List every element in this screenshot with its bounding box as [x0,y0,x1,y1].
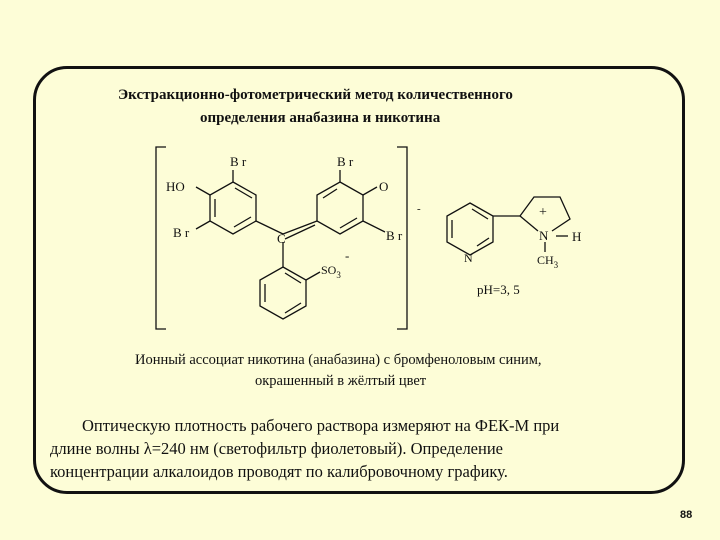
body-line-3: концентрации алкалоидов проводят по кали… [50,462,508,481]
label-ho: HO [166,179,185,194]
caption-line-1: Ионный ассоциат никотина (анабазина) с б… [135,352,542,368]
label-so3-minus: - [345,248,349,263]
diagram-caption: Ионный ассоциат никотина (анабазина) с б… [135,350,675,392]
label-n-pyridine: N [464,251,473,265]
title-line-2: определения анабазина и никотина [200,110,441,126]
label-bracket-minus: - [417,203,421,215]
label-h: H [572,229,581,244]
label-so3: SO3 [321,263,341,280]
slide-title: Экстракционно-фотометрический метод коли… [118,84,658,130]
title-line-1: Экстракционно-фотометрический метод коли… [118,87,513,103]
label-ph: pH=3, 5 [477,282,520,297]
body-paragraph: Оптическую плотность рабочего раствора и… [50,414,666,483]
phenol-ring [195,170,284,235]
label-br-top-left: B r [230,154,247,169]
label-br-top-right: B r [337,154,354,169]
label-plus: + [539,205,547,220]
body-line-2: длине волны λ=240 нм (светофильтр фиолет… [50,439,503,458]
label-br-bottom-left: B r [173,225,190,240]
label-c: C [277,231,286,246]
pyridine-ring [446,202,520,256]
slide-frame [33,66,685,494]
sulfophenyl-ring [259,266,321,320]
left-bracket [155,146,166,330]
body-line-1: Оптическую плотность рабочего раствора и… [82,416,560,435]
page-number: 88 [680,509,693,521]
pyrrolidine-ring [519,196,571,252]
label-ch3: CH3 [537,253,559,270]
caption-line-2: окрашенный в жёлтый цвет [255,373,427,389]
label-n-pyrrolidine: N [539,228,549,243]
right-bracket [397,146,408,330]
label-o: O [379,179,388,194]
label-br-bottom-right: B r [386,228,403,243]
quinoid-ring [282,170,386,240]
